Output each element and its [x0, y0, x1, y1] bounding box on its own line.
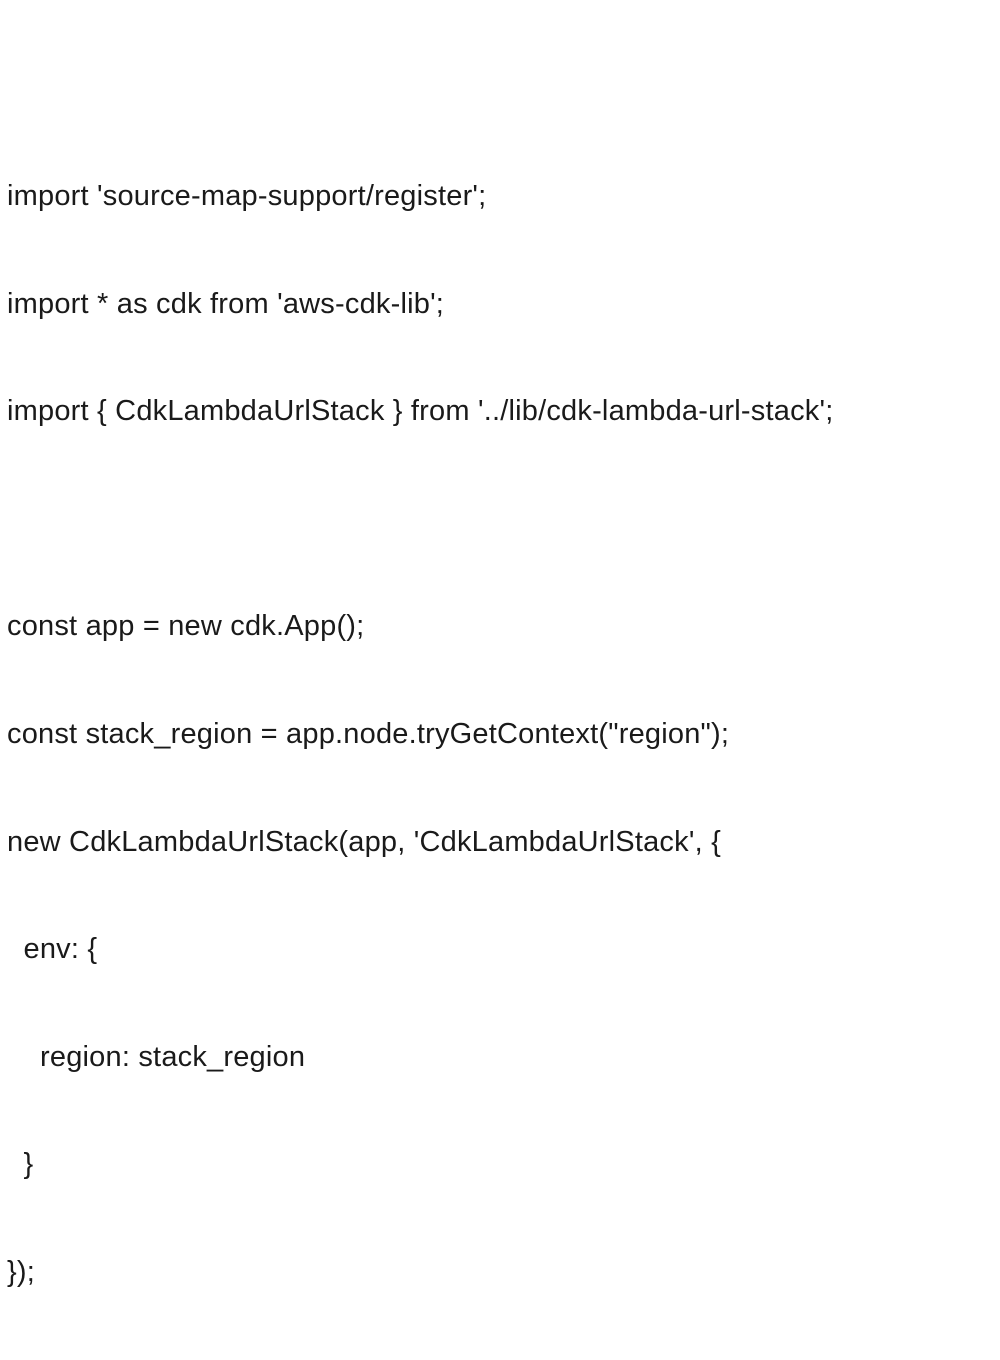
- code-line: env: {: [7, 933, 98, 966]
- code-line: region: stack_region: [7, 1040, 306, 1073]
- code-line: import * as cdk from 'aws-cdk-lib';: [7, 287, 445, 320]
- code-line: [7, 499, 1000, 541]
- code-line: import { CdkLambdaUrlStack } from '../li…: [7, 395, 834, 428]
- code-line: }: [7, 1148, 34, 1181]
- code-line: const stack_region = app.node.tryGetCont…: [7, 717, 730, 750]
- code-line: new CdkLambdaUrlStack(app, 'CdkLambdaUrl…: [7, 825, 721, 858]
- code-line: import 'source-map-support/register';: [7, 180, 487, 212]
- code-line: const app = new cdk.App();: [7, 610, 365, 643]
- code-line: });: [7, 1255, 35, 1288]
- code-block: import 'source-map-support/register'; im…: [7, 143, 1000, 1360]
- code-snippet: import 'source-map-support/register'; im…: [7, 143, 1000, 1360]
